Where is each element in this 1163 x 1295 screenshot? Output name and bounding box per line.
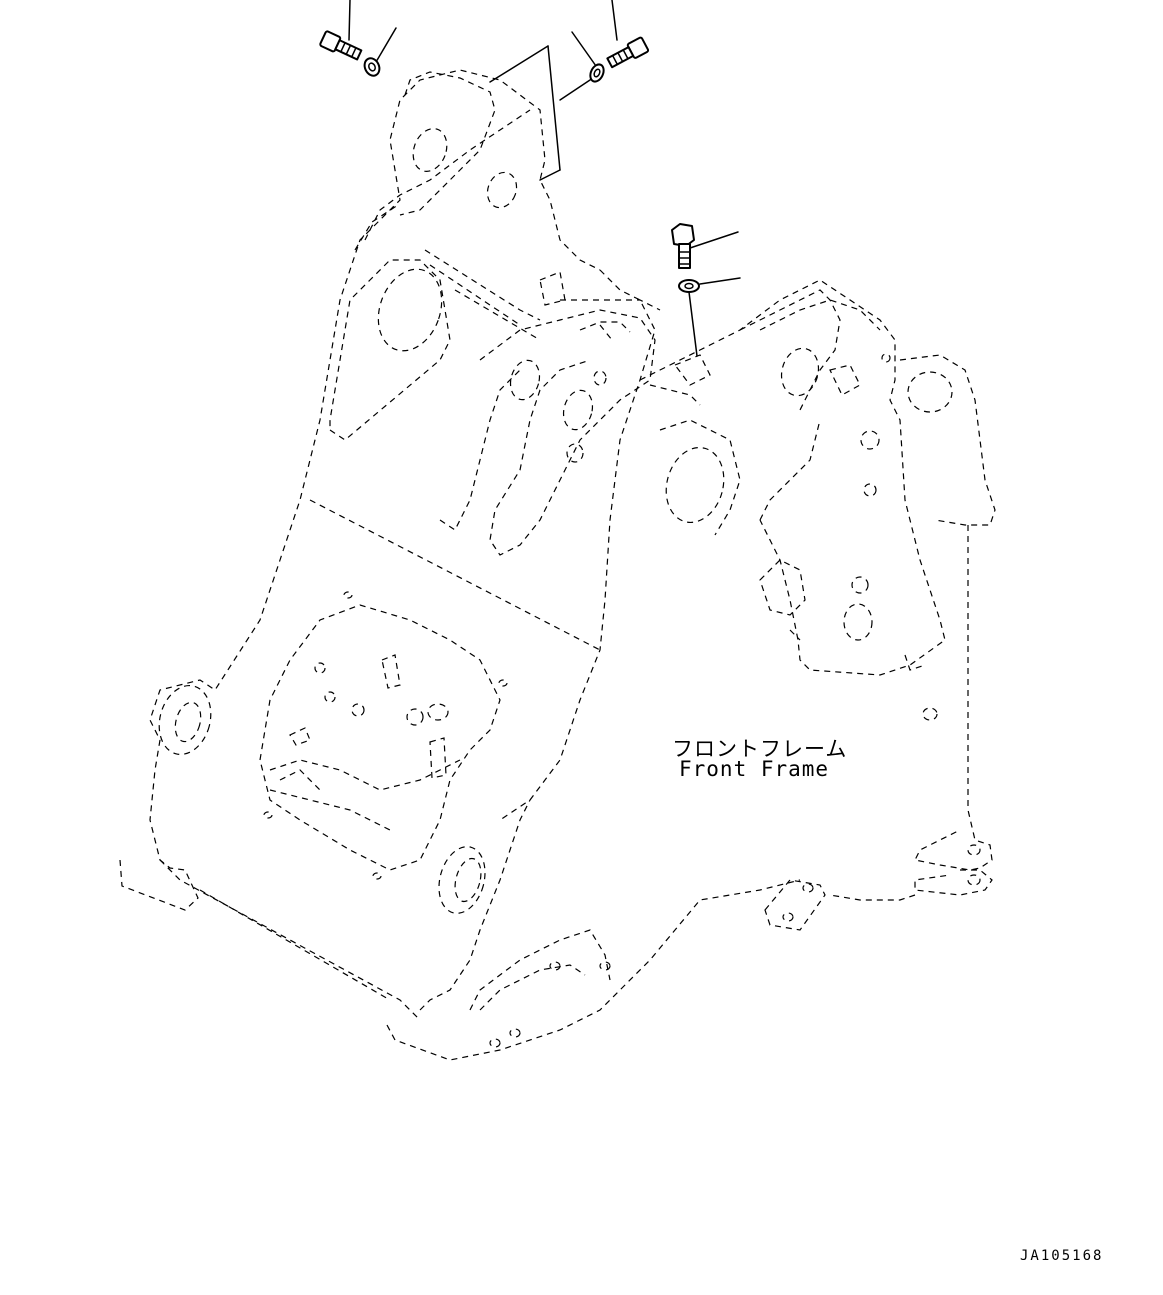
leader-lines: [348, 0, 741, 357]
part-name-english: Front Frame: [679, 757, 830, 781]
washer-middle: [678, 279, 700, 293]
washer-top-right: [589, 63, 605, 83]
bolt-top-left: [319, 30, 363, 61]
bolt-top-right: [606, 36, 650, 69]
bolt-middle: [671, 223, 695, 269]
front-frame: [119, 69, 996, 1061]
washer-top-left: [363, 57, 381, 77]
drawing-number: JA105168: [1020, 1248, 1104, 1264]
part-name-japanese: フロントフレーム: [672, 737, 848, 761]
